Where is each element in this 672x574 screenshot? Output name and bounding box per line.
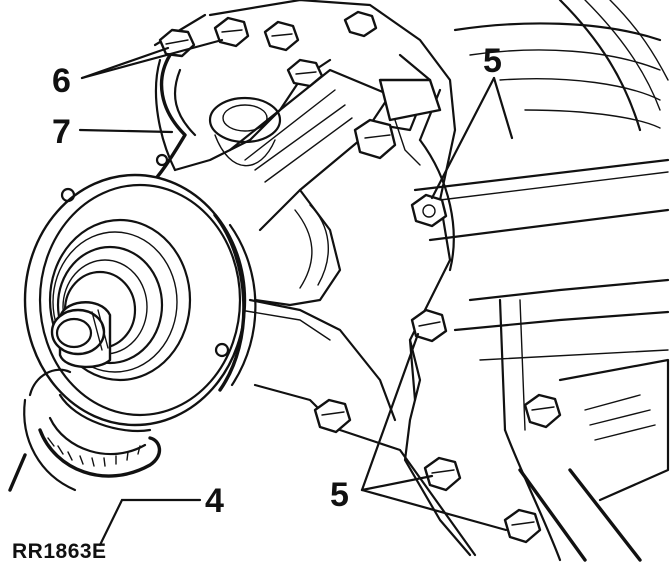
callout-7: 7 <box>52 113 71 151</box>
gasket <box>148 53 197 187</box>
pulley-flange <box>23 173 257 427</box>
bolt-top-3 <box>263 20 300 52</box>
leader-7 <box>78 128 174 134</box>
pump-body <box>153 0 670 557</box>
leader-5-top-b <box>492 76 514 140</box>
leader-5-bottom-a <box>360 332 420 492</box>
bolt-top-5 <box>343 10 378 38</box>
leader-5-bottom-c <box>360 488 508 532</box>
callout-4: 4 <box>205 482 224 520</box>
callout-6: 6 <box>52 62 71 100</box>
leader-lines <box>78 38 514 547</box>
reference-code: RR1863E <box>12 540 107 563</box>
bolt-lower-center <box>423 456 462 492</box>
bolt-right-side <box>523 393 562 429</box>
stud-arm <box>353 78 442 160</box>
bolt-lower-left <box>313 398 352 434</box>
leader-6b <box>80 38 224 80</box>
engine-block <box>453 0 670 562</box>
bolt-mid <box>410 308 448 343</box>
callout-5-bottom: 5 <box>330 476 349 514</box>
seal-ring <box>8 368 162 492</box>
bolt-lower-right <box>503 508 542 544</box>
leader-5-bottom-b <box>360 474 434 492</box>
bolt-top-4 <box>286 58 324 88</box>
leader-4 <box>98 498 202 547</box>
callout-5-top: 5 <box>483 42 502 80</box>
bolt-top-2 <box>213 16 250 48</box>
bolt-tube <box>410 193 448 228</box>
leader-5-top-a <box>430 76 496 200</box>
